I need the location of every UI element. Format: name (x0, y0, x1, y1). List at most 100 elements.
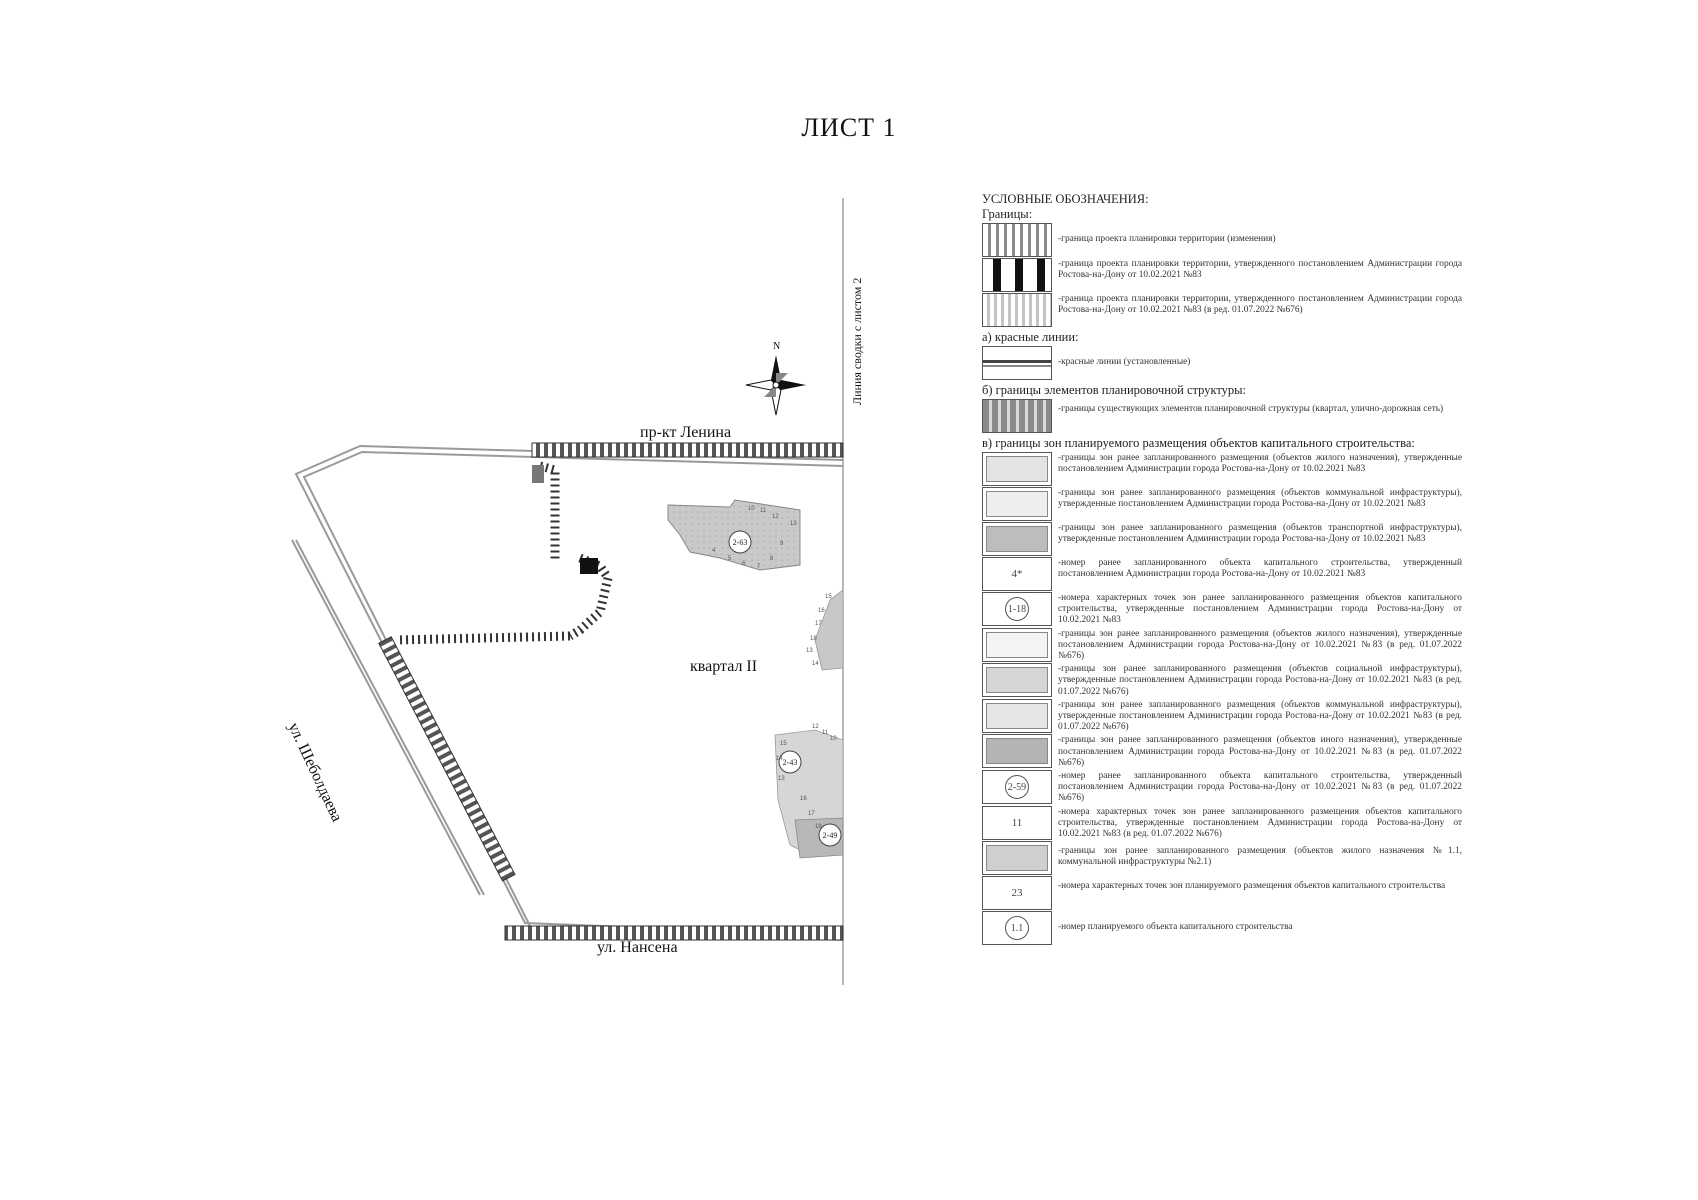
swatch-point-numbers: 1-18 (982, 592, 1052, 626)
legend-row: -границы зон ранее запланированного разм… (982, 452, 1462, 486)
street-bottom-hatch (504, 925, 844, 941)
swatch-zone (982, 452, 1052, 486)
point-number: 4 (712, 548, 716, 554)
legend-text: -номера характерных точек зон планируемо… (1058, 881, 1446, 892)
point-number: 13 (778, 776, 785, 782)
swatch-zone (982, 522, 1052, 556)
swatch-point-numbers: 11 (982, 805, 1052, 840)
legend-row: 2-59 -номер ранее запланированного объек… (982, 770, 1462, 805)
legend-row: -границы зон ранее запланированного разм… (982, 698, 1462, 734)
legend-text: -границы существующих элементов планиров… (1058, 404, 1444, 414)
point-number: 11 (822, 730, 829, 736)
street-label-nansena: ул. Нансена (597, 939, 678, 956)
svg-text:2-43: 2-43 (783, 758, 798, 767)
legend-text: -границы зон ранее запланированного разм… (1058, 523, 1462, 545)
legend-row: 23 -номера характерных точек зон планиру… (982, 876, 1462, 911)
zone-number-2-63: 2-63 (728, 530, 752, 554)
point-number: 6 (742, 561, 746, 567)
legend-text: -номер ранее запланированного объекта ка… (1058, 771, 1462, 804)
zone-number-2-49: 2-49 (818, 823, 842, 847)
point-number: 10 (748, 506, 755, 512)
point-number: 12 (812, 724, 819, 730)
svg-text:N: N (773, 341, 780, 352)
swatch-zone (982, 841, 1052, 876)
legend-text: -граница проекта планировки территории, … (1058, 259, 1462, 281)
swatch-object-number: 2-59 (982, 770, 1052, 805)
legend-zones-label: в) границы зон планируемого размещения о… (982, 436, 1415, 450)
legend-row: -границы зон ранее запланированного разм… (982, 627, 1462, 663)
legend-heading: УСЛОВНЫЕ ОБОЗНАЧЕНИЯ: (982, 192, 1149, 206)
point-number: 18 (815, 824, 822, 830)
street-top-hatch (531, 442, 844, 458)
swatch-object-number: 4* (982, 557, 1052, 591)
legend-row: -границы зон ранее запланированного разм… (982, 487, 1462, 521)
legend-text: -красные линии (установленные) (1058, 357, 1191, 367)
legend-text: -номера характерных точек зон ранее запл… (1058, 593, 1462, 626)
point-number: 18 (810, 636, 817, 642)
point-number: 14 (776, 756, 783, 762)
point-number: 5 (728, 556, 732, 562)
point-number: 17 (815, 621, 822, 627)
point-number: 9 (780, 541, 784, 547)
swatch-object-number: 1.1 (982, 911, 1052, 946)
swatch-zone (982, 663, 1052, 698)
legend-row: -границы зон ранее запланированного разм… (982, 841, 1462, 876)
legend-text: -границы зон ранее запланированного разм… (1058, 488, 1462, 510)
legend-row: 1-18 -номера характерных точек зон ранее… (982, 592, 1462, 627)
notch (580, 558, 598, 574)
point-number: 16 (818, 608, 825, 614)
legend-text: -граница проекта планировки территории (… (1058, 234, 1276, 244)
legend-red-lines-label: а) красные линии: (982, 330, 1079, 344)
legend-text: -номер ранее запланированного объекта ка… (1058, 558, 1462, 580)
legend-text: -границы зон ранее запланированного разм… (1058, 846, 1462, 868)
swatch-struct (982, 399, 1052, 433)
svg-text:2-49: 2-49 (823, 831, 838, 840)
zone-number-2-43: 2-43 (778, 750, 802, 774)
legend-text: -граница проекта планировки территории, … (1058, 294, 1462, 316)
swatch-approved-boundary (982, 258, 1052, 292)
legend-row: 4* -номер ранее запланированного объекта… (982, 557, 1462, 591)
legend-borders-label: Границы: (982, 207, 1033, 221)
point-number: 12 (772, 514, 779, 520)
legend-struct-label: б) границы элементов планировочной струк… (982, 383, 1247, 397)
point-number: 13 (790, 521, 797, 527)
legend-row: -граница проекта планировки территории, … (982, 293, 1462, 327)
swatch-zone (982, 734, 1052, 769)
svg-text:2-63: 2-63 (733, 538, 748, 547)
swatch-point-numbers: 23 (982, 876, 1052, 911)
circle-symbol: 1-18 (1005, 597, 1029, 621)
legend-text: -границы зон ранее запланированного разм… (1058, 664, 1462, 697)
legend-row: -граница проекта планировки территории, … (982, 258, 1462, 292)
swatch-project-boundary (982, 223, 1052, 257)
circle-symbol: 1.1 (1005, 916, 1029, 941)
street-label-lenina: пр-кт Ленина (640, 424, 732, 441)
notch-small (532, 465, 544, 483)
legend: УСЛОВНЫЕ ОБОЗНАЧЕНИЯ: Границы: -граница … (982, 192, 1462, 946)
street-left-hatch (378, 636, 516, 882)
legend-row: -границы зон ранее запланированного разм… (982, 663, 1462, 698)
legend-text: -границы зон ранее запланированного разм… (1058, 735, 1462, 768)
legend-text: -границы зон ранее запланированного разм… (1058, 453, 1462, 475)
swatch-zone (982, 487, 1052, 521)
internal-block-boundary (395, 461, 613, 645)
legend-text: -границы зон ранее запланированного разм… (1058, 699, 1462, 733)
point-number: 15 (825, 594, 832, 600)
block-label: квартал II (690, 658, 758, 675)
legend-row: -границы зон ранее запланированного разм… (982, 734, 1462, 769)
swatch-approved-boundary-rev (982, 293, 1052, 327)
legend-row: -границы существующих элементов планиров… (982, 399, 1462, 433)
point-number: 10 (830, 736, 837, 742)
zone-right-a (814, 589, 844, 671)
match-line-label: Линия сводки с листом 2 (850, 277, 864, 405)
legend-text: -номер планируемого объекта капитального… (1058, 922, 1293, 933)
legend-row: -красные линии (установленные) (982, 346, 1462, 380)
point-number: 13 (806, 648, 813, 654)
north-arrow-icon: N (745, 341, 806, 416)
legend-row: -граница проекта планировки территории (… (982, 223, 1462, 257)
sheet-title: ЛИСТ 1 (801, 113, 897, 142)
left-boundary-extra (291, 539, 485, 896)
point-number: 7 (757, 564, 761, 570)
